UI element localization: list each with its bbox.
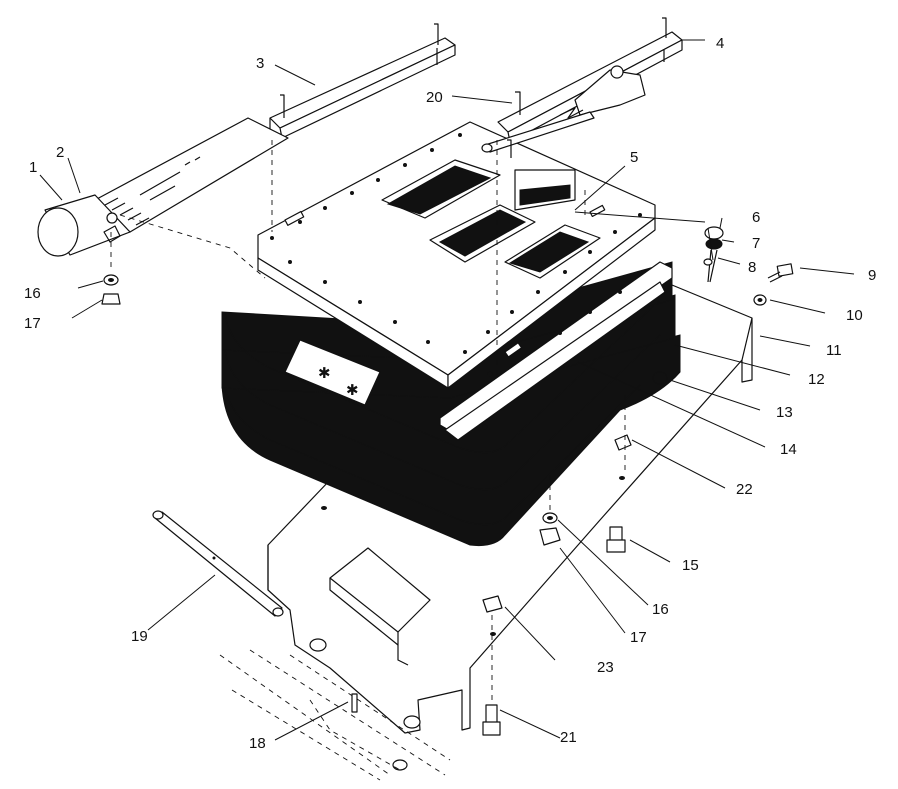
stud-20 xyxy=(507,91,521,158)
seat-pan xyxy=(257,121,656,389)
callout-22: 22 xyxy=(736,481,753,498)
callout-20: 20 xyxy=(426,89,443,106)
hardware-15 xyxy=(606,526,626,553)
callout-18: 18 xyxy=(249,735,266,752)
callout-23: 23 xyxy=(597,659,614,676)
callout-1: 1 xyxy=(29,159,37,176)
callout-6: 6 xyxy=(752,209,760,226)
callout-14: 14 xyxy=(780,441,797,458)
hardware-18 xyxy=(351,693,358,713)
seat-cushion-stack: ✱ ✱ xyxy=(221,261,681,546)
nut-17-left xyxy=(101,293,121,305)
callout-7: 7 xyxy=(752,235,760,252)
assembly-lines xyxy=(110,140,714,375)
callout-2: 2 xyxy=(56,144,64,161)
callout-leaders xyxy=(39,39,855,741)
callout-21: 21 xyxy=(560,729,577,746)
callout-11: 11 xyxy=(826,342,842,359)
frame-phantom xyxy=(219,649,451,781)
callout-19: 19 xyxy=(131,628,148,645)
hardware-22 xyxy=(614,395,632,470)
callout-5: 5 xyxy=(630,149,638,166)
callout-17-left: 17 xyxy=(24,315,41,332)
seat-spring-cylinder xyxy=(37,117,289,257)
callout-17-right: 17 xyxy=(630,629,647,646)
callout-13: 13 xyxy=(776,404,793,421)
callout-16-left: 16 xyxy=(24,285,41,302)
callout-4: 4 xyxy=(716,35,724,52)
hardware-16-17-right xyxy=(539,475,561,546)
hardware-knob xyxy=(703,226,724,283)
callout-9: 9 xyxy=(868,267,876,284)
lower-frame-plate xyxy=(439,261,673,441)
pivot-rod xyxy=(152,510,284,617)
callout-10: 10 xyxy=(846,307,863,324)
hardware-13 xyxy=(652,371,668,385)
callout-12: 12 xyxy=(808,371,825,388)
callout-15: 15 xyxy=(682,557,699,574)
hardware-bolt-9 xyxy=(753,263,794,306)
callout-16-right: 16 xyxy=(652,601,669,618)
seat-track-rail-right xyxy=(481,17,683,153)
svg-text:✱: ✱ xyxy=(318,365,331,382)
callout-3: 3 xyxy=(256,55,264,72)
callout-labels: 1 2 3 4 5 6 7 8 9 10 11 12 13 14 15 16 1… xyxy=(24,35,876,752)
callout-8: 8 xyxy=(748,259,756,276)
svg-text:✱: ✱ xyxy=(346,382,359,399)
hardware-23-21 xyxy=(482,595,503,736)
seat-track-rail-left xyxy=(269,23,456,141)
hardware-left xyxy=(101,274,121,305)
